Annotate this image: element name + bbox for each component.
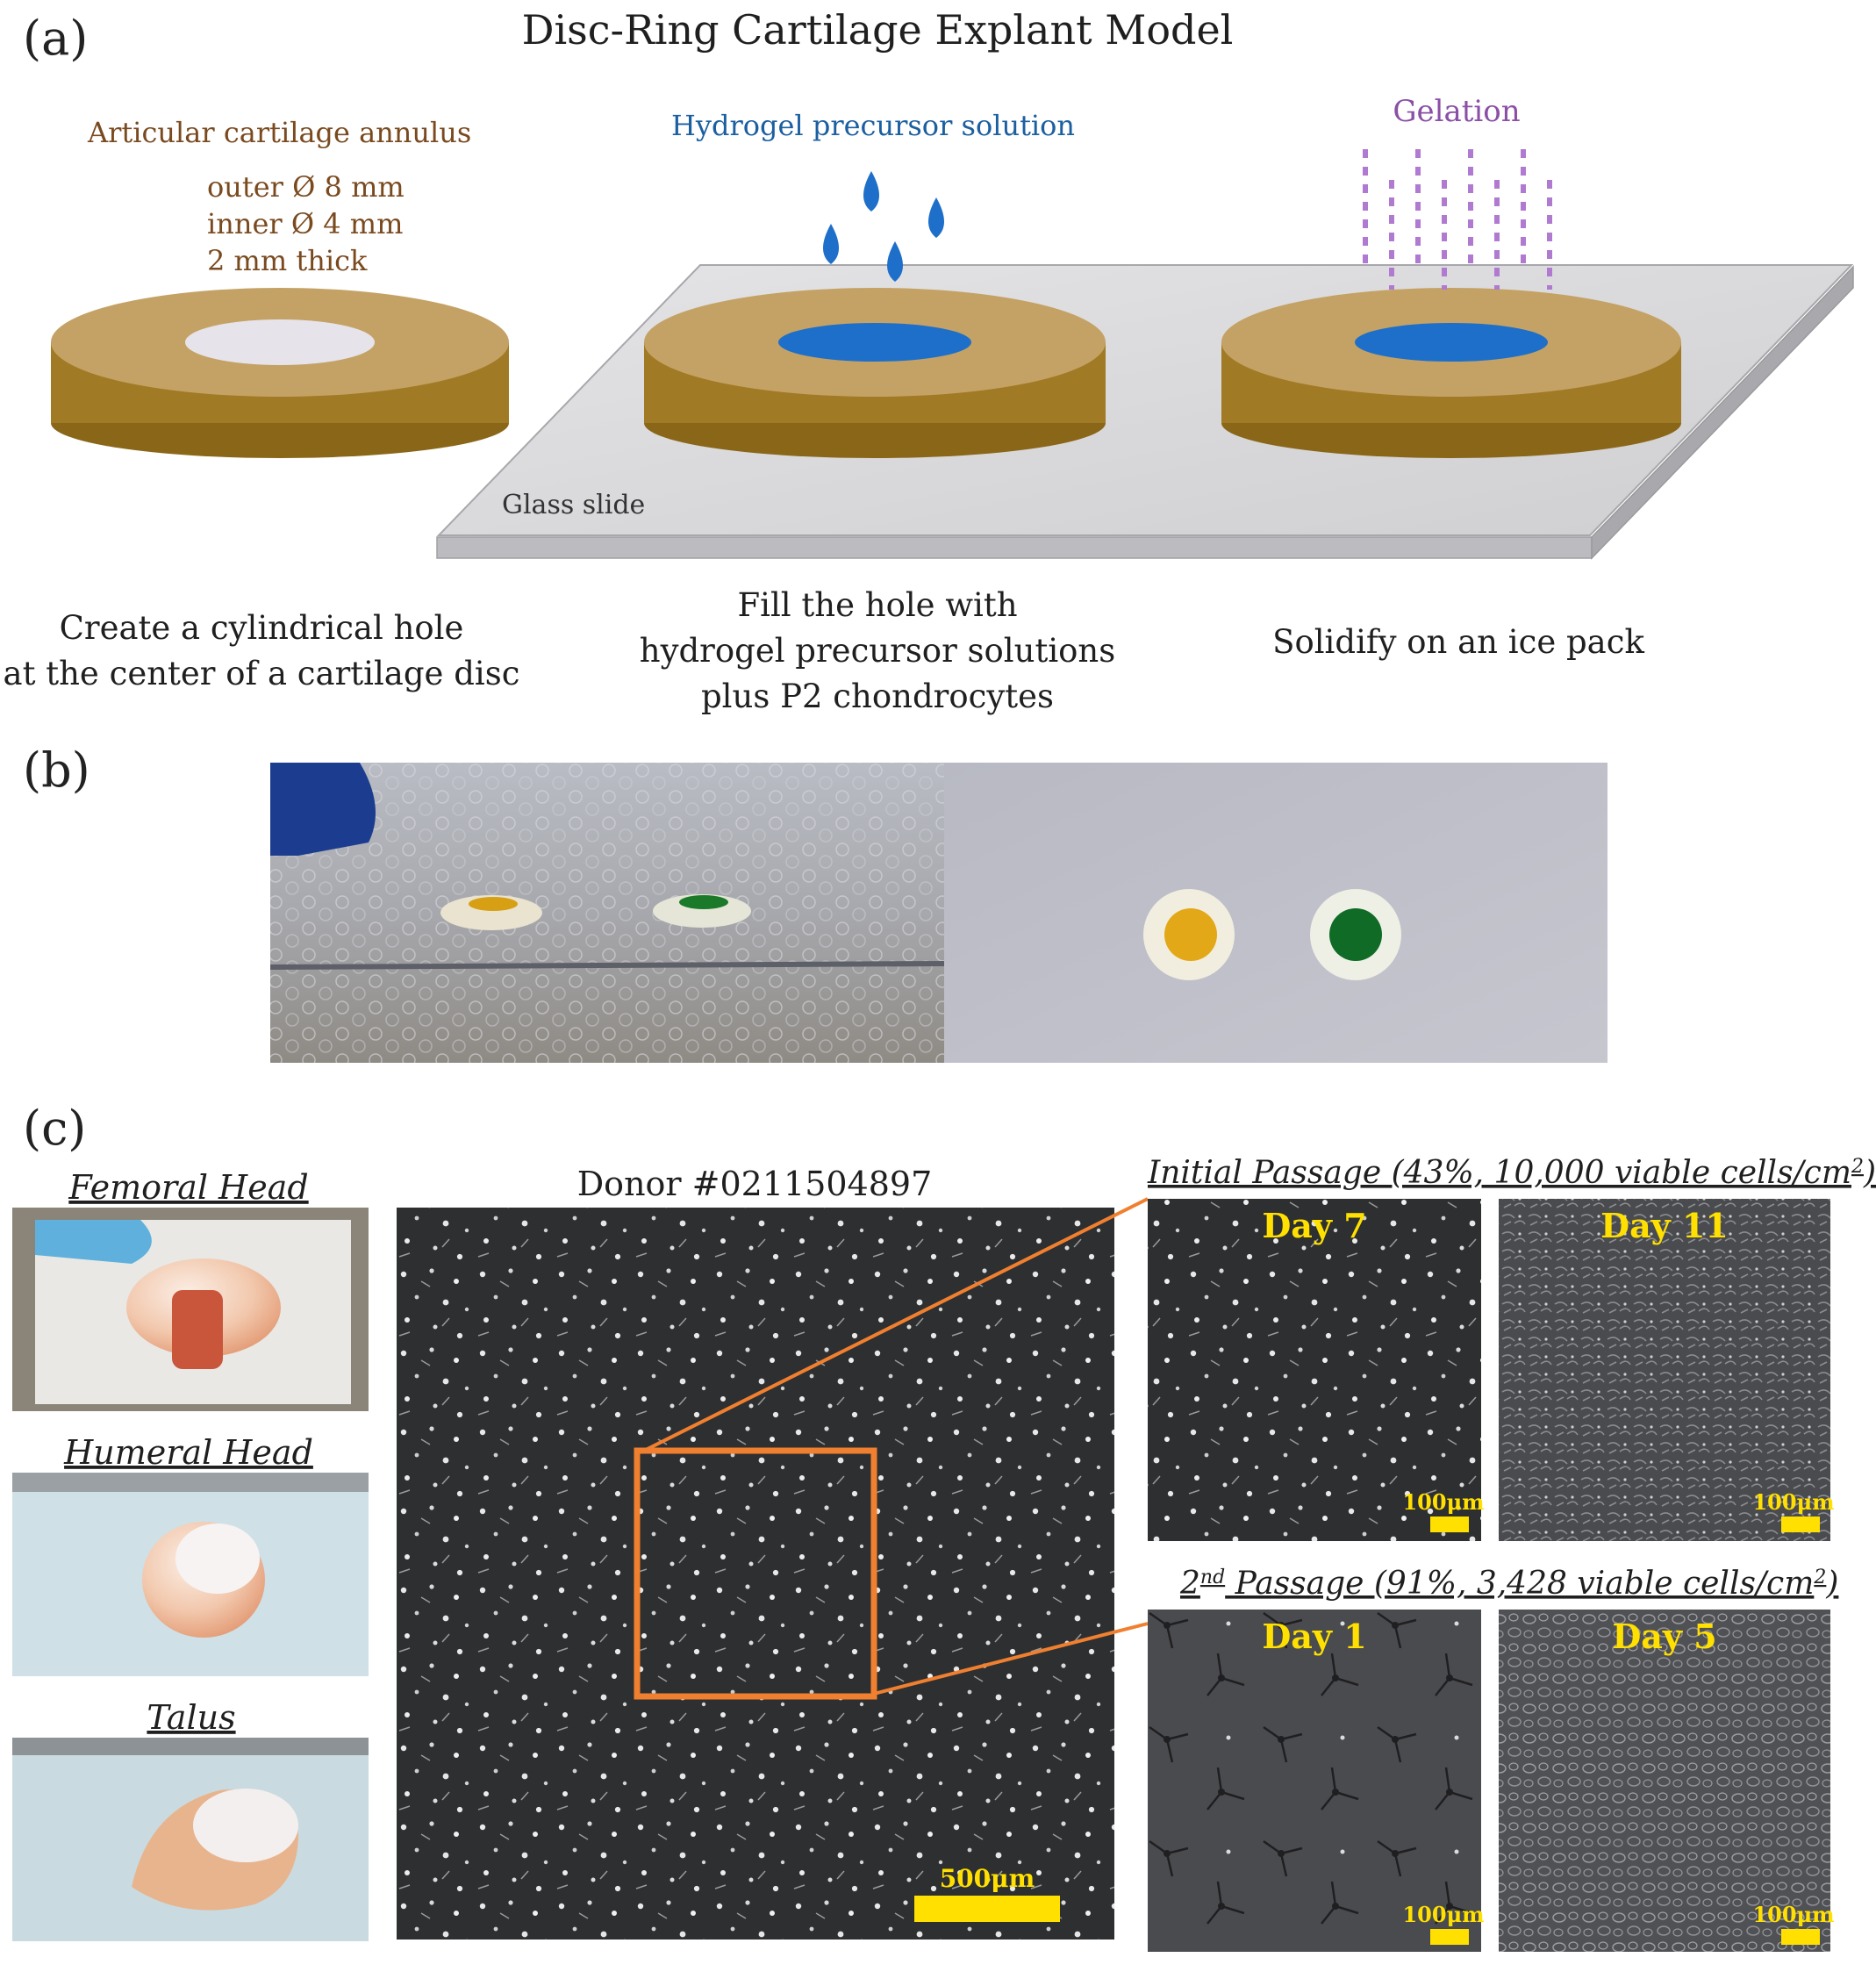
zoom-highlight-box <box>634 1447 877 1700</box>
gelation-label: Gelation <box>1393 94 1520 129</box>
annulus-label: Articular cartilage annulus <box>87 116 471 149</box>
femoral-head-photo <box>12 1208 369 1411</box>
cartilage-disc-filled <box>644 288 1106 458</box>
main-micrograph: 500μm <box>397 1208 1114 1940</box>
cartilage-disc-gelled <box>1221 288 1681 458</box>
femoral-head-label: Femoral Head <box>68 1168 308 1207</box>
day1-scale-label: 100μm <box>1402 1902 1484 1927</box>
micrograph-day11: Day 11 100μm <box>1499 1199 1835 1541</box>
glass-slide-label: Glass slide <box>502 490 645 520</box>
hydrogel-label: Hydrogel precursor solution <box>671 109 1075 142</box>
talus-photo <box>12 1738 369 1941</box>
talus-label: Talus <box>147 1698 235 1737</box>
initial-passage-label: Initial Passage (43%, 10,000 viable cell… <box>1147 1155 1876 1191</box>
annulus-thick: 2 mm thick <box>207 244 368 277</box>
panel-c-letter: (c) <box>23 1101 86 1156</box>
panel-a: (a) Disc-Ring Cartilage Explant Model Gl… <box>4 6 1854 715</box>
step1-line1: Create a cylindrical hole <box>60 609 464 647</box>
day7-scale-bar <box>1430 1517 1469 1532</box>
gelation-lines-icon <box>1363 149 1552 290</box>
second-passage-label: 2nd Passage (91%, 3,428 viable cells/cm2… <box>1179 1566 1838 1602</box>
panel-b: (b) <box>23 742 1607 1063</box>
main-scale-bar <box>914 1896 1060 1922</box>
day5-scale-label: 100μm <box>1752 1902 1834 1927</box>
day5-scale-bar <box>1781 1929 1820 1945</box>
photo-top-view <box>944 763 1607 1063</box>
photo-side-view <box>269 763 945 1063</box>
day5-label: Day 5 <box>1612 1617 1716 1656</box>
step2-line1: Fill the hole with <box>737 586 1017 624</box>
panel-c: (c) Femoral Head Humeral Head Talus Dono… <box>12 1101 1876 1952</box>
annulus-inner: inner Ø 4 mm <box>207 207 403 240</box>
donor-id: Donor #0211504897 <box>577 1165 933 1203</box>
day7-label: Day 7 <box>1262 1206 1366 1245</box>
cartilage-disc-empty <box>51 288 509 458</box>
step1-line2: at the center of a cartilage disc <box>4 655 520 692</box>
day11-scale-bar <box>1781 1517 1820 1532</box>
main-scale-label: 500μm <box>940 1864 1035 1893</box>
humeral-head-label: Humeral Head <box>63 1433 313 1472</box>
droplets-icon <box>823 171 944 282</box>
day7-scale-label: 100μm <box>1402 1489 1484 1515</box>
step2-line2: hydrogel precursor solutions <box>640 632 1116 670</box>
panel-a-letter: (a) <box>23 11 88 66</box>
day1-label: Day 1 <box>1262 1617 1366 1656</box>
micrograph-day5: Day 5 100μm <box>1499 1610 1835 1952</box>
panel-b-letter: (b) <box>23 742 90 798</box>
annulus-outer: outer Ø 8 mm <box>207 170 405 204</box>
day11-scale-label: 100μm <box>1752 1489 1834 1515</box>
zoom-connectors <box>640 1197 1149 1696</box>
step2-line3: plus P2 chondrocytes <box>701 678 1054 715</box>
micrograph-day7: Day 7 100μm <box>1148 1199 1485 1541</box>
day11-label: Day 11 <box>1600 1206 1729 1245</box>
panel-a-title: Disc-Ring Cartilage Explant Model <box>522 6 1234 54</box>
micrograph-day1: Day 1 100μm <box>1148 1610 1485 1952</box>
day1-scale-bar <box>1430 1929 1469 1945</box>
step3-line1: Solidify on an ice pack <box>1272 623 1644 661</box>
humeral-head-photo <box>12 1473 369 1676</box>
